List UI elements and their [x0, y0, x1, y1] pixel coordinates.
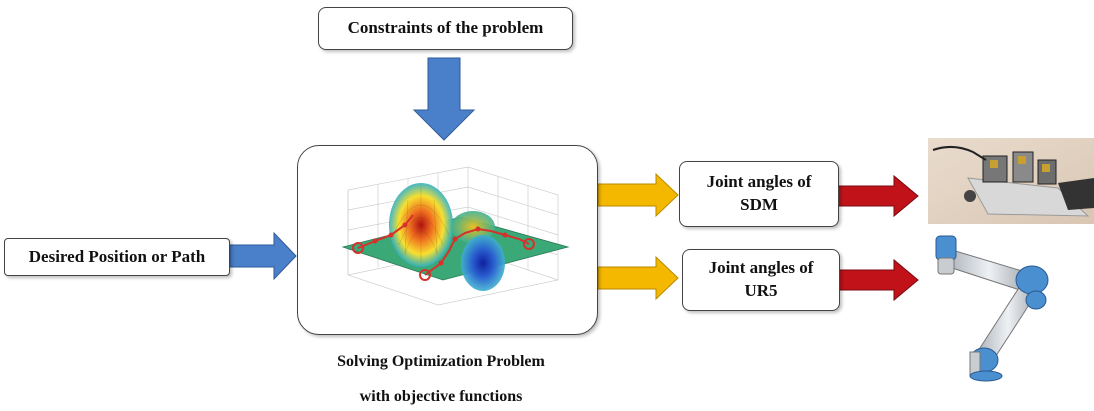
sdm-line1: Joint angles of [706, 172, 812, 192]
ur5-arrow [597, 255, 679, 301]
caption-line1: Solving Optimization Problem [337, 353, 545, 370]
sdm-arrow [597, 172, 679, 218]
sdm-output-arrow [837, 174, 919, 218]
input-arrow [229, 231, 297, 281]
ur5-line2: UR5 [744, 281, 778, 300]
sdm-robot-photo-icon [928, 138, 1094, 224]
sdm-line2: SDM [740, 195, 778, 214]
input-label: Desired Position or Path [28, 246, 206, 266]
constraints-box: Constraints of the problem [318, 7, 573, 50]
constraints-label: Constraints of the problem [347, 18, 544, 38]
ur5-output-arrow [837, 258, 919, 302]
sdm-output-box: Joint angles of SDM [679, 161, 839, 227]
ur5-output-box: Joint angles of UR5 [682, 249, 840, 311]
down-arrow [412, 57, 476, 141]
ur5-robot-arm-icon [935, 235, 1049, 382]
optimization-surface-plot-icon [341, 166, 570, 306]
input-box: Desired Position or Path [4, 238, 230, 276]
optimization-box [297, 145, 598, 335]
caption-line2: with objective functions [359, 388, 523, 405]
ur5-line1: Joint angles of [708, 258, 814, 278]
